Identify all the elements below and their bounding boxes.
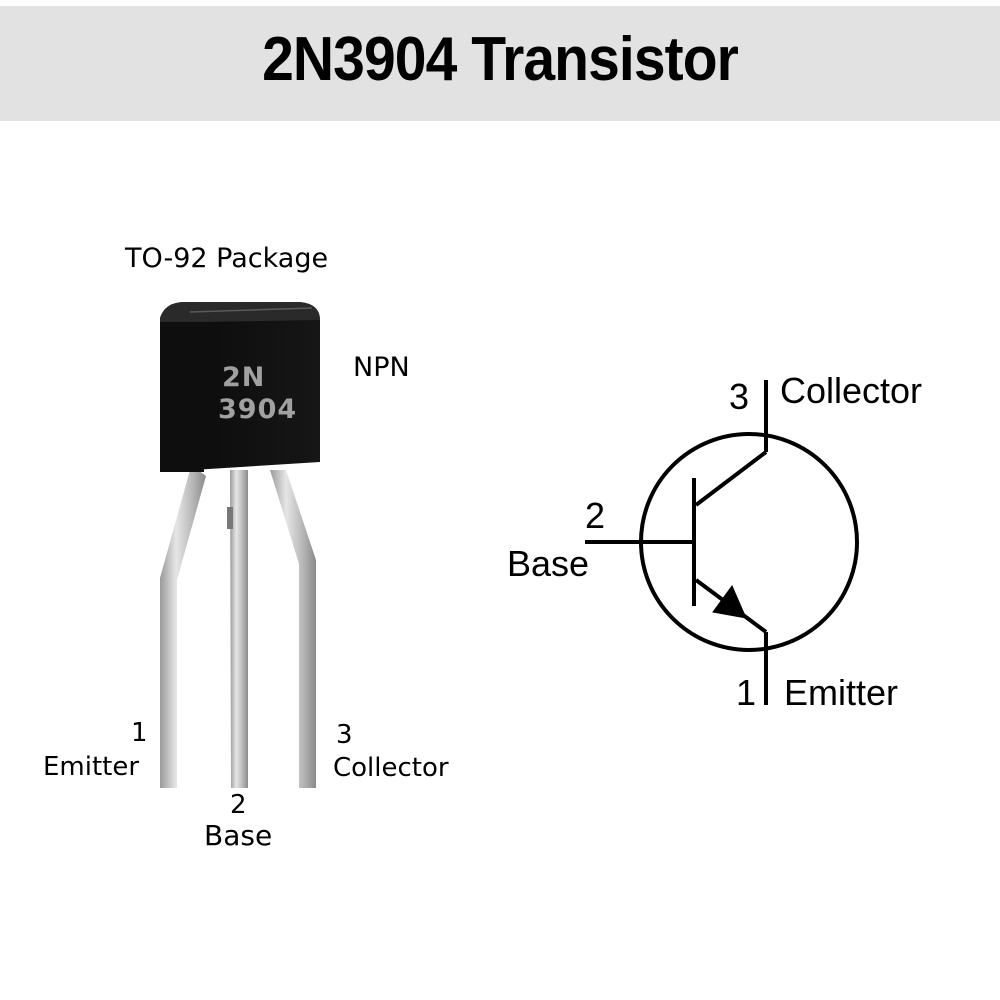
emitter-arrow	[712, 585, 747, 619]
package-title: TO-92 Package	[125, 243, 329, 274]
body-marking-line1: 2N	[222, 362, 266, 393]
photo-pin1-name: Emitter	[43, 752, 140, 782]
collector-lead	[270, 470, 316, 788]
photo-pin3-name: Collector	[333, 753, 449, 783]
body-marking-line2: 3904	[218, 394, 298, 425]
photo-pin3-number: 3	[336, 720, 353, 750]
transistor-leads	[160, 470, 316, 788]
npn-label: NPN	[353, 352, 410, 383]
title-banner: 2N3904 Transistor	[0, 6, 1000, 121]
schematic-pin3-name: Collector	[780, 370, 923, 411]
base-lead-mark	[227, 507, 233, 529]
photo-pin1-number: 1	[131, 718, 148, 748]
npn-schematic-symbol	[585, 380, 859, 705]
photo-pin2-name: Base	[204, 819, 273, 852]
schematic-pin1-name: Emitter	[784, 672, 899, 713]
schematic-pin2-number: 2	[585, 495, 606, 536]
photo-pin2-number: 2	[230, 790, 247, 820]
emitter-lead	[160, 470, 206, 788]
schematic-pin2-name: Base	[507, 543, 590, 584]
base-lead	[230, 470, 248, 788]
to92-body	[160, 302, 320, 472]
schematic-pin1-number: 1	[736, 672, 757, 713]
collector-diagonal	[694, 450, 768, 507]
page-title: 2N3904 Transistor	[262, 25, 739, 94]
schematic-pin3-number: 3	[729, 376, 750, 417]
